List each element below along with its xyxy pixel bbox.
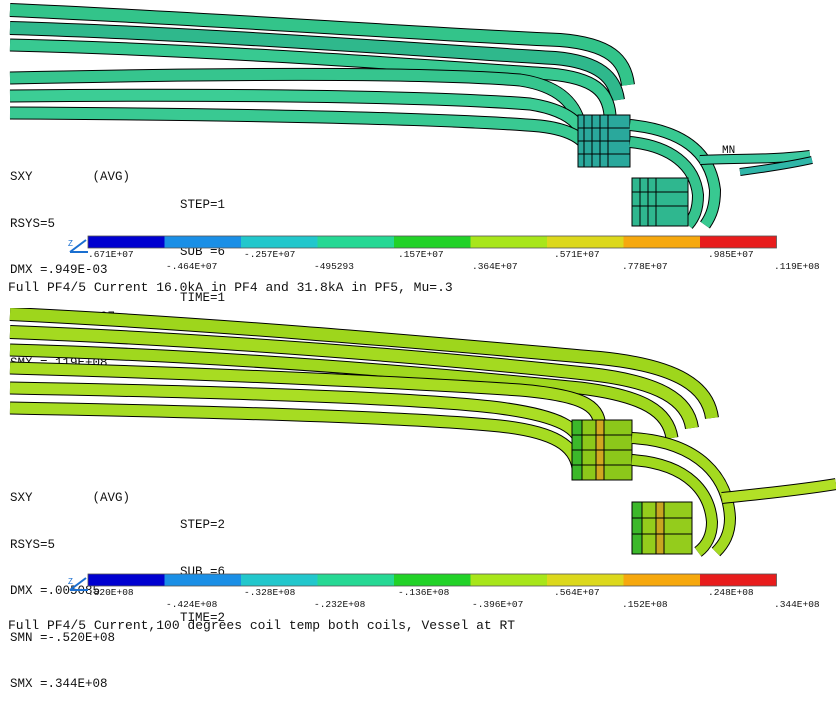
legend-color-bar: Z (68, 235, 777, 253)
time-label: TIME=2 (180, 611, 226, 625)
legend-swatch (317, 236, 394, 248)
legend-swatch (394, 574, 471, 586)
legend-tick: .119E+08 (774, 261, 820, 272)
analysis-caption: Full PF4/5 Current,100 degrees coil temp… (8, 618, 516, 633)
legend-frame (87, 573, 777, 587)
svg-text:Z: Z (68, 239, 73, 248)
legend-swatch (241, 236, 318, 248)
legend-swatch (700, 236, 777, 248)
legend-swatch (241, 574, 318, 586)
coil-bundle-upper (9, 308, 719, 440)
legend-tick: .571E+07 (554, 249, 600, 260)
legend-tick: -.424E+08 (166, 599, 218, 610)
legend-tick: .778E+07 (622, 261, 668, 272)
coil-crossover (577, 114, 813, 229)
legend-tick: .364E+07 (472, 261, 518, 272)
legend-tick: .248E+08 (708, 587, 754, 598)
step-label: STEP=2 (180, 518, 226, 532)
legend-swatch (547, 574, 624, 586)
legend-tick: -.257E+07 (244, 249, 296, 260)
min-marker: MN (722, 145, 735, 157)
legend-swatch (164, 574, 241, 586)
axis-triad-icon: Z (68, 239, 88, 253)
step-label: STEP=1 (180, 198, 226, 212)
legend-tick: .152E+08 (622, 599, 668, 610)
legend-tick: .671E+07 (88, 249, 134, 260)
legend-swatch (623, 236, 700, 248)
legend-swatch (164, 236, 241, 248)
legend-tick: -.136E+08 (398, 587, 450, 598)
legend-swatch (317, 574, 394, 586)
contour-legend: Z .520E+08 -.328E+08 -.136E+08 .564E+07 … (68, 570, 836, 630)
legend-tick: .157E+07 (398, 249, 444, 260)
legend-tick: .564E+07 (554, 587, 600, 598)
axis-triad-icon: Z (68, 577, 88, 591)
result-avg: (AVG) (92, 491, 131, 505)
legend-tick: -.232E+08 (314, 599, 366, 610)
result-quantity: SXY (10, 170, 33, 184)
legend-tick: .985E+07 (708, 249, 754, 260)
result-quantity: SXY (10, 491, 33, 505)
legend-swatch (88, 236, 165, 248)
result-smx: SMX =.344E+08 (10, 677, 108, 691)
legend-tick: -.464E+07 (166, 261, 218, 272)
legend-swatch (700, 574, 777, 586)
coil-model-view: MN (9, 3, 813, 229)
coil-model-view (9, 308, 836, 557)
coil-bundle-lower (9, 68, 597, 157)
result-panel-1: MN SXY (AVG) RSYS=5 DMX =.949E-03 SMN =-… (0, 0, 836, 370)
coil-bundle-upper (9, 3, 635, 116)
legend-swatch (470, 574, 547, 586)
legend-swatch (470, 236, 547, 248)
legend-swatch (394, 236, 471, 248)
contour-legend: Z .671E+07 -.257E+07 .157E+07 .571E+07 .… (68, 232, 836, 292)
coil-crossover (571, 419, 836, 557)
legend-tick: .520E+08 (88, 587, 134, 598)
legend-swatch (88, 574, 165, 586)
result-dmx: DMX =.949E-03 (10, 263, 108, 277)
svg-text:Z: Z (68, 577, 73, 586)
result-rsys: RSYS=5 (10, 537, 56, 552)
legend-frame (87, 235, 777, 249)
result-panel-2: SXY (AVG) RSYS=5 DMX =.005085 SMN =-.520… (0, 308, 836, 691)
analysis-caption: Full PF4/5 Current 16.0kA in PF4 and 31.… (8, 280, 453, 295)
legend-tick: -.396E+07 (472, 599, 524, 610)
legend-swatch (623, 574, 700, 586)
legend-swatch (547, 236, 624, 248)
result-avg: (AVG) (92, 170, 131, 184)
legend-tick: -495293 (314, 261, 354, 272)
coil-bundle-lower (9, 361, 607, 470)
legend-color-bar: Z (68, 573, 777, 591)
time-label: TIME=1 (180, 291, 226, 305)
result-rsys: RSYS=5 (10, 216, 56, 231)
legend-tick: .344E+08 (774, 599, 820, 610)
legend-tick: -.328E+08 (244, 587, 296, 598)
